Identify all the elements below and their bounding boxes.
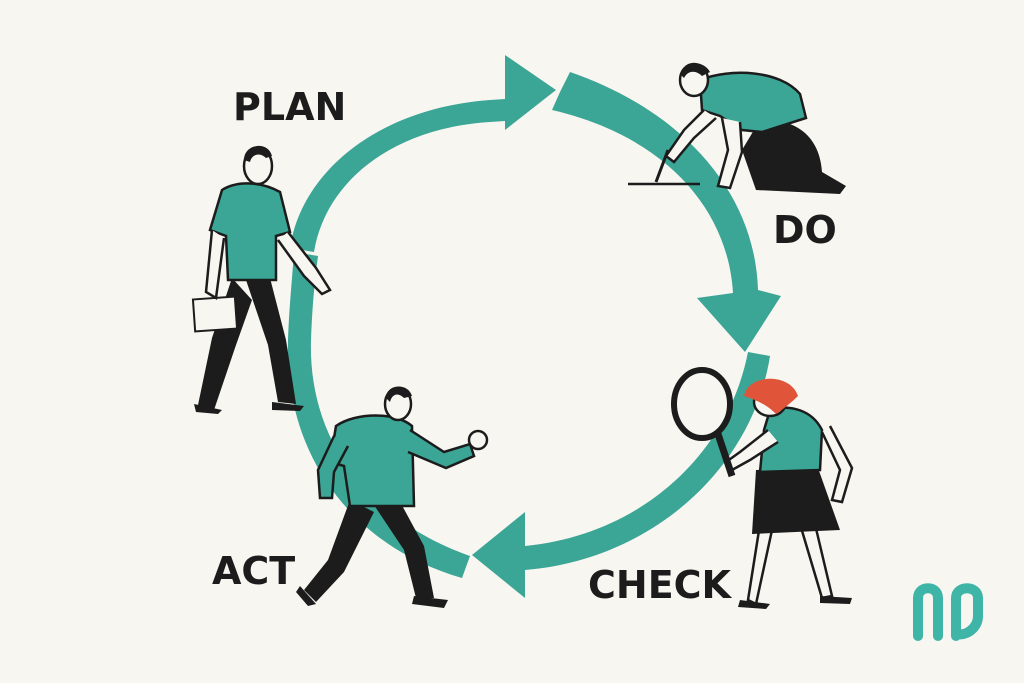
brand-logo-icon (913, 583, 983, 641)
stage-label-check: CHECK (588, 563, 731, 607)
arrow-plan-to-do (290, 55, 556, 252)
arrow-check-to-act (472, 352, 770, 598)
hair-shape (744, 378, 798, 414)
magnifying-glass-icon (671, 367, 736, 478)
do-person-figure (628, 62, 846, 194)
arrow-do-to-check (552, 72, 781, 352)
check-person-figure (671, 367, 854, 609)
cycle-arrows (287, 55, 781, 598)
paper-icon (191, 295, 239, 333)
stage-label-do: DO (773, 208, 837, 252)
arrow-act-to-plan (287, 252, 470, 578)
act-person-figure (296, 386, 489, 608)
stage-label-act: ACT (212, 549, 296, 593)
plan-person-figure (191, 145, 332, 414)
stage-label-plan: PLAN (233, 85, 347, 129)
